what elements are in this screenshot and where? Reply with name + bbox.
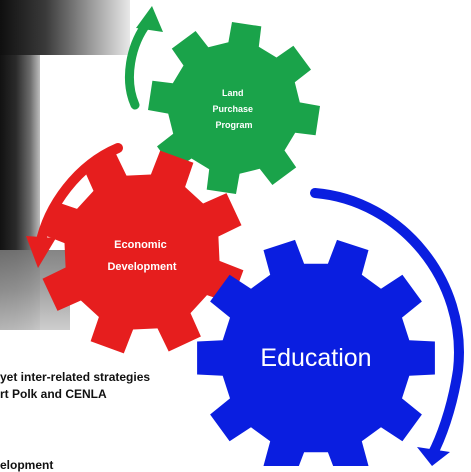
caption-line-3: elopment <box>0 458 54 472</box>
blue-cycle-arrow <box>310 188 464 460</box>
economic-development-gear <box>40 150 244 354</box>
caption-line-1: yet inter-related strategies <box>0 370 151 384</box>
land-purchase-label: Land Purchase Program <box>212 88 255 130</box>
green-arrowhead <box>136 6 163 32</box>
background-photo-top <box>0 0 130 55</box>
education-gear <box>197 239 435 466</box>
green-cycle-arrow <box>125 17 153 110</box>
education-label: Education <box>260 344 371 372</box>
blue-arrowhead <box>417 447 450 466</box>
economic-development-label: Economic Development <box>107 239 176 273</box>
red-arrowhead <box>26 236 56 268</box>
caption-line-2: rt Polk and CENLA <box>0 387 107 401</box>
land-purchase-gear <box>148 22 320 194</box>
